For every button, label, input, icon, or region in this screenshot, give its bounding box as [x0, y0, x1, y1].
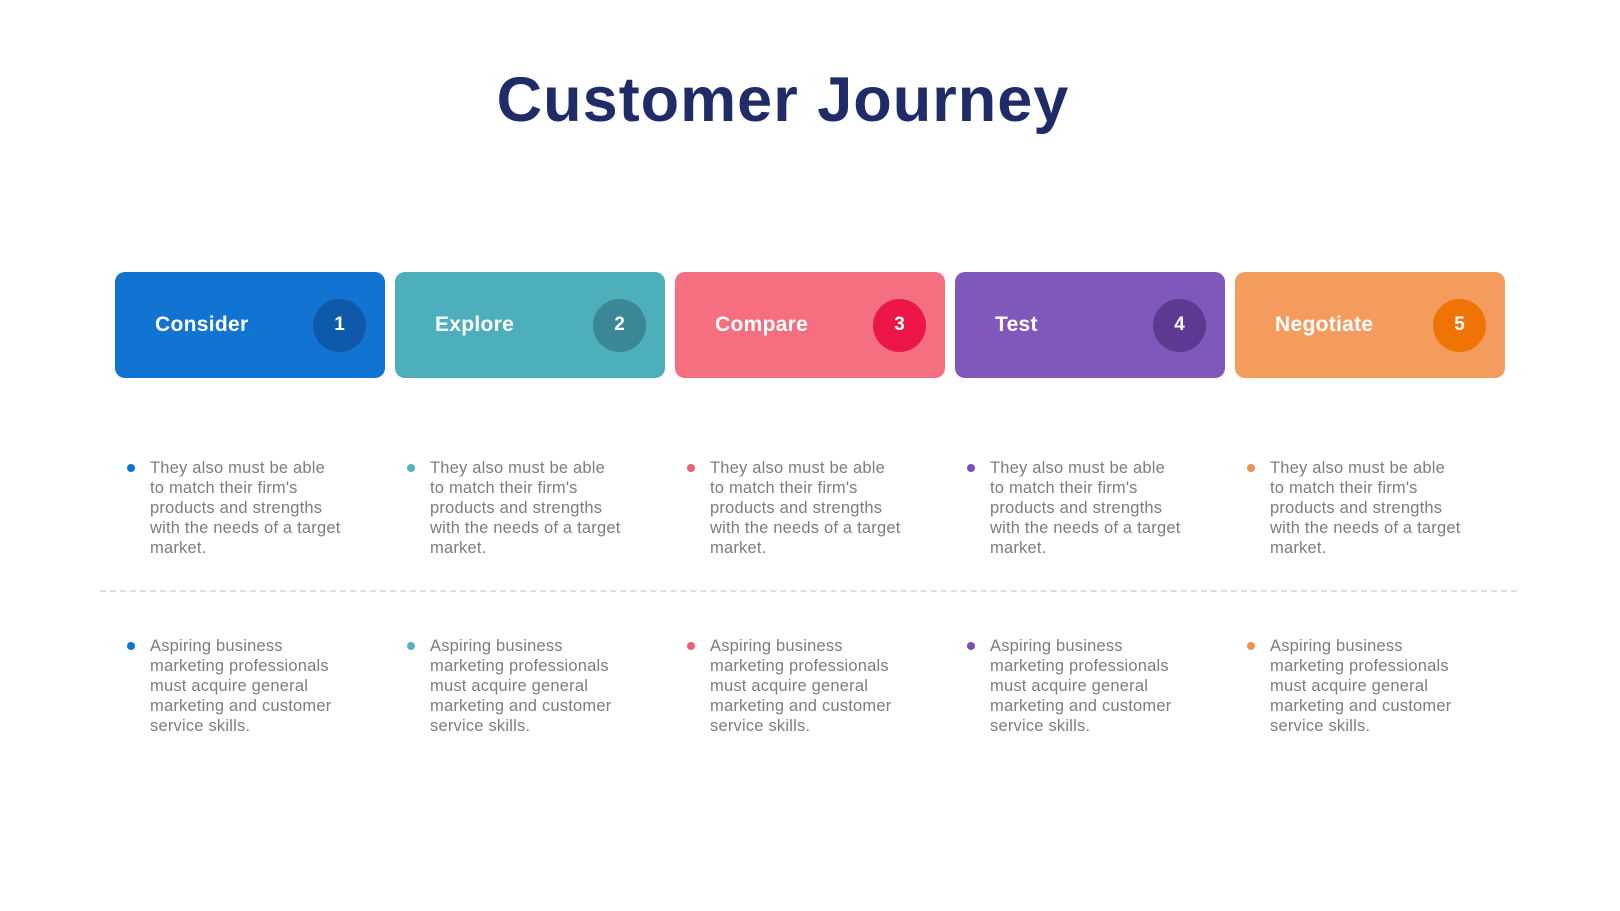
stage-point-item: Aspiring business marketing professional… — [1235, 636, 1505, 736]
bullet-text: Aspiring business marketing professional… — [430, 637, 612, 735]
bullet-text: Aspiring business marketing professional… — [1270, 637, 1452, 735]
stage-number-badge: 3 — [873, 298, 926, 352]
stage-points-row-1: They also must be able to match their fi… — [115, 458, 1505, 558]
bullet-dot — [687, 464, 695, 472]
stage-point-item: They also must be able to match their fi… — [675, 458, 945, 558]
bullet-dot — [687, 642, 695, 650]
stage-number-badge: 1 — [313, 298, 366, 352]
bullet-dot — [967, 642, 975, 650]
bullet-dot — [967, 464, 975, 472]
bullet-text: Aspiring business marketing professional… — [150, 637, 332, 735]
page-title: Customer Journey — [496, 65, 1070, 135]
stage-label: Negotiate — [1275, 313, 1374, 336]
bullet-text: They also must be able to match their fi… — [710, 459, 901, 557]
bullet-dot — [1247, 464, 1255, 472]
stage-label: Test — [995, 313, 1038, 336]
dashed-divider — [100, 590, 1517, 592]
stage-card-negotiate: Negotiate 5 — [1235, 272, 1505, 378]
stage-cards-row: Consider 1 Explore 2 Compare 3 Test 4 Ne… — [115, 272, 1505, 378]
stage-point-item: Aspiring business marketing professional… — [115, 636, 385, 736]
bullet-text: They also must be able to match their fi… — [990, 459, 1181, 557]
stage-point-item: They also must be able to match their fi… — [1235, 458, 1505, 558]
bullet-text: They also must be able to match their fi… — [150, 459, 341, 557]
bullet-dot — [1247, 642, 1255, 650]
bullet-text: They also must be able to match their fi… — [1270, 459, 1461, 557]
stage-card-consider: Consider 1 — [115, 272, 385, 378]
stage-label: Explore — [435, 313, 515, 336]
stage-number-badge: 2 — [593, 298, 646, 352]
stage-number-badge: 4 — [1153, 298, 1206, 352]
bullet-text: Aspiring business marketing professional… — [710, 637, 892, 735]
stage-point-item: They also must be able to match their fi… — [115, 458, 385, 558]
stage-point-item: Aspiring business marketing professional… — [955, 636, 1225, 736]
bullet-dot — [407, 642, 415, 650]
stage-label: Compare — [715, 313, 809, 336]
stage-point-item: They also must be able to match their fi… — [955, 458, 1225, 558]
stage-label: Consider — [155, 313, 249, 336]
stage-number-badge: 5 — [1433, 298, 1486, 352]
bullet-text: Aspiring business marketing professional… — [990, 637, 1172, 735]
stage-card-test: Test 4 — [955, 272, 1225, 378]
stage-card-compare: Compare 3 — [675, 272, 945, 378]
bullet-dot — [127, 464, 135, 472]
stage-card-explore: Explore 2 — [395, 272, 665, 378]
stage-point-item: They also must be able to match their fi… — [395, 458, 665, 558]
stage-point-item: Aspiring business marketing professional… — [395, 636, 665, 736]
stage-point-item: Aspiring business marketing professional… — [675, 636, 945, 736]
stage-points-row-2: Aspiring business marketing professional… — [115, 636, 1505, 736]
bullet-dot — [407, 464, 415, 472]
bullet-dot — [127, 642, 135, 650]
bullet-text: They also must be able to match their fi… — [430, 459, 621, 557]
